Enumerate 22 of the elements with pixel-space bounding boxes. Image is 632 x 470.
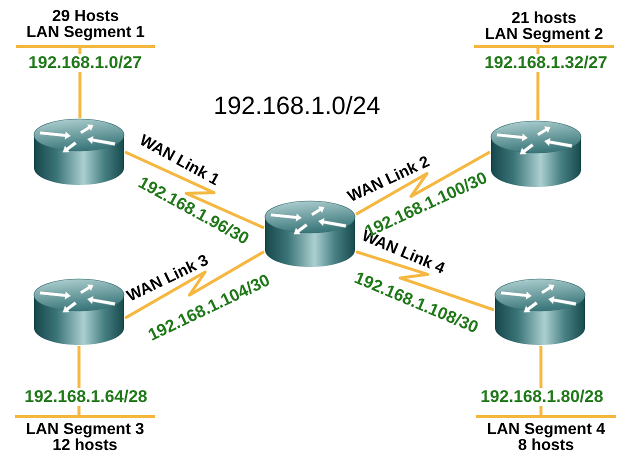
router-icon xyxy=(490,120,582,188)
segment-label: LAN Segment 2 xyxy=(484,27,604,43)
segment-label: 12 hosts xyxy=(52,438,118,454)
zigzag-link-line xyxy=(355,150,491,216)
router-icon xyxy=(33,278,125,346)
subnet-label: 192.168.1.0/27 xyxy=(28,54,142,72)
router-icon xyxy=(264,200,356,268)
segment-label: 29 Hosts xyxy=(52,9,119,25)
segment-label: 21 hosts xyxy=(512,11,576,27)
zigzag-link-line xyxy=(356,250,494,312)
diagram-title: 192.168.1.0/24 xyxy=(214,92,380,120)
segment-label: LAN Segment 3 xyxy=(26,422,144,438)
subnet-label: 192.168.1.64/28 xyxy=(24,388,148,406)
zigzag-link-line xyxy=(124,250,265,320)
segment-label: LAN Segment 1 xyxy=(26,25,145,41)
router-icon xyxy=(494,278,586,346)
subnet-label: 192.168.1.32/27 xyxy=(484,54,608,72)
segment-label: LAN Segment 4 xyxy=(486,422,606,438)
zigzag-link-line xyxy=(124,150,265,230)
subnet-label: 192.168.1.80/28 xyxy=(480,388,604,406)
router-icon xyxy=(33,118,125,186)
segment-label: 8 hosts xyxy=(518,438,574,454)
